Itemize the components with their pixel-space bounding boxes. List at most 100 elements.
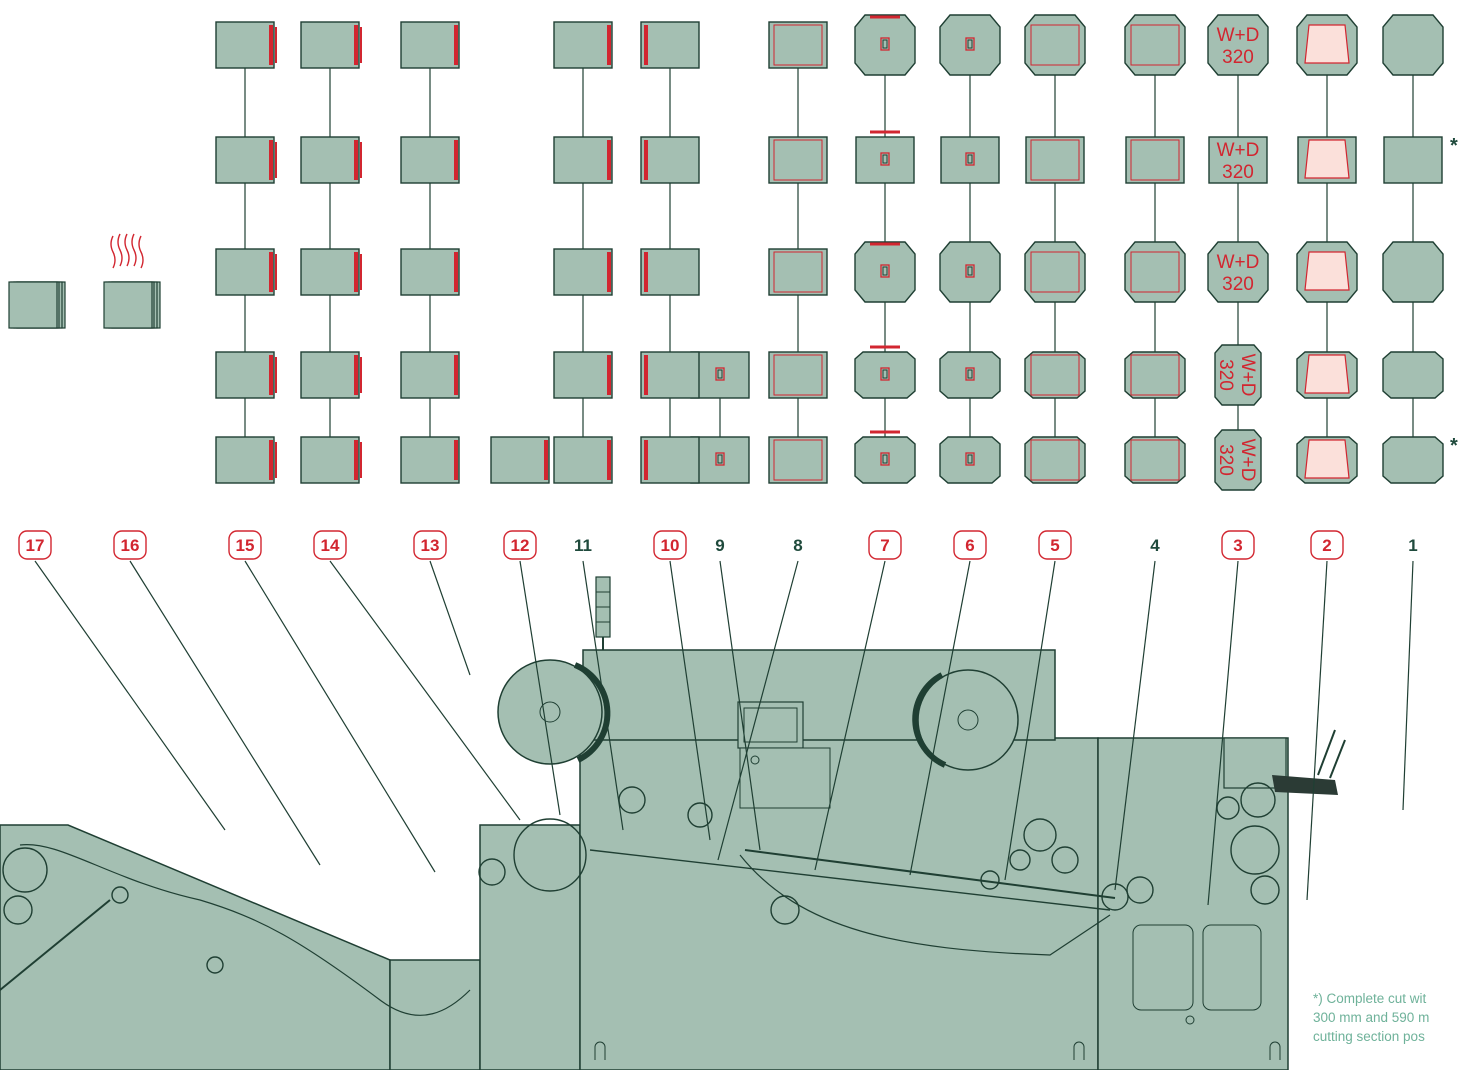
envelope-icon bbox=[1296, 241, 1358, 303]
envelope-icon bbox=[1024, 14, 1086, 76]
step-label-12: 12 bbox=[503, 530, 537, 560]
footnote-line-3: cutting section pos bbox=[1313, 1029, 1425, 1044]
envelope-icon bbox=[690, 436, 750, 484]
glue-stripe-icon bbox=[454, 140, 458, 180]
glue-stripe-icon bbox=[269, 355, 277, 395]
glue-stripe-icon bbox=[354, 140, 362, 180]
glue-stripe-icon bbox=[269, 440, 277, 480]
steam-icon bbox=[110, 233, 144, 269]
svg-text:1: 1 bbox=[1408, 536, 1417, 555]
envelope-icon: * bbox=[1382, 435, 1458, 484]
envelope-icon bbox=[939, 14, 1001, 76]
step-label-14: 14 bbox=[313, 530, 347, 560]
envelope-icon bbox=[1024, 436, 1086, 484]
complete-cut-marker: * bbox=[1450, 435, 1458, 457]
svg-text:320: 320 bbox=[1215, 444, 1236, 476]
envelope-icon bbox=[1382, 241, 1444, 303]
glue-stripe-icon bbox=[454, 252, 458, 292]
step-label-17: 17 bbox=[18, 530, 52, 560]
envelope-icon bbox=[300, 21, 362, 69]
envelope-icon bbox=[8, 281, 66, 329]
envelope-icon bbox=[768, 21, 828, 69]
envelope-icon bbox=[690, 351, 750, 399]
svg-text:13: 13 bbox=[421, 536, 440, 555]
svg-text:5: 5 bbox=[1050, 536, 1059, 555]
svg-text:9: 9 bbox=[715, 536, 724, 555]
glue-stripe-icon bbox=[454, 440, 458, 480]
window-patch-icon bbox=[880, 452, 890, 466]
step-label-10: 10 bbox=[653, 530, 687, 560]
step-label-9: 9 bbox=[715, 536, 724, 555]
glue-stripe-icon bbox=[644, 355, 648, 395]
envelope-icon bbox=[553, 351, 613, 399]
envelope-icon bbox=[768, 351, 828, 399]
envelope-icon: * bbox=[1383, 135, 1458, 184]
step-label-3: 3 bbox=[1221, 530, 1255, 560]
glue-stripe-icon bbox=[607, 252, 611, 292]
complete-cut-footnote: *) Complete cut wit 300 mm and 590 m cut… bbox=[1313, 989, 1461, 1046]
envelope-icon bbox=[1024, 351, 1086, 399]
svg-text:W+D: W+D bbox=[1217, 140, 1260, 161]
envelope-icon bbox=[553, 136, 613, 184]
svg-text:320: 320 bbox=[1222, 274, 1254, 295]
glue-stripe-icon bbox=[644, 25, 648, 65]
glue-stripe-icon bbox=[644, 140, 648, 180]
complete-cut-marker: * bbox=[1450, 135, 1458, 157]
window-patch-icon bbox=[880, 367, 890, 381]
envelope-icon bbox=[1296, 14, 1358, 76]
svg-text:10: 10 bbox=[661, 536, 680, 555]
envelope-icon bbox=[939, 241, 1001, 303]
svg-text:14: 14 bbox=[321, 536, 340, 555]
svg-text:15: 15 bbox=[236, 536, 255, 555]
envelope-icon bbox=[854, 14, 916, 76]
envelope-icon bbox=[1296, 351, 1358, 399]
svg-text:4: 4 bbox=[1150, 536, 1160, 555]
window-patch-icon bbox=[715, 367, 725, 381]
envelope-icon bbox=[400, 248, 460, 296]
envelope-icon bbox=[768, 136, 828, 184]
svg-text:W+D: W+D bbox=[1217, 25, 1260, 46]
envelope-icon bbox=[640, 248, 700, 296]
step-label-16: 16 bbox=[113, 530, 147, 560]
envelope-icon bbox=[215, 436, 277, 484]
glue-stripe-icon bbox=[607, 25, 611, 65]
svg-text:2: 2 bbox=[1322, 536, 1331, 555]
glue-stripe-icon bbox=[454, 355, 458, 395]
glue-stripe-icon bbox=[269, 252, 277, 292]
window-patch-icon bbox=[965, 264, 975, 278]
step-label-4: 4 bbox=[1150, 536, 1160, 555]
envelope-icon bbox=[215, 21, 277, 69]
envelope-icon bbox=[490, 436, 550, 484]
step-label-8: 8 bbox=[793, 536, 802, 555]
footnote-line-1: *) Complete cut wit bbox=[1313, 991, 1427, 1006]
envelope-icon bbox=[300, 351, 362, 399]
step-label-2: 2 bbox=[1310, 530, 1344, 560]
envelope-icon bbox=[1024, 241, 1086, 303]
envelope-icon bbox=[1124, 241, 1186, 303]
svg-text:7: 7 bbox=[880, 536, 889, 555]
glue-stripe-icon bbox=[269, 140, 277, 180]
envelope-icon bbox=[1297, 136, 1357, 184]
envelope-icon bbox=[400, 351, 460, 399]
envelope-icon bbox=[854, 345, 916, 399]
svg-text:16: 16 bbox=[121, 536, 140, 555]
step-label-1: 1 bbox=[1408, 536, 1417, 555]
envelope-icon bbox=[640, 351, 700, 399]
envelope-icon bbox=[768, 248, 828, 296]
svg-text:320: 320 bbox=[1222, 162, 1254, 183]
envelope-icon bbox=[640, 436, 700, 484]
envelope-icon bbox=[400, 436, 460, 484]
window-patch-icon bbox=[965, 367, 975, 381]
svg-text:W+D: W+D bbox=[1217, 252, 1260, 273]
envelope-icon bbox=[939, 351, 1001, 399]
envelope-icon bbox=[400, 21, 460, 69]
glue-stripe-icon bbox=[644, 252, 648, 292]
envelope-icon bbox=[768, 436, 828, 484]
glue-stripe-icon bbox=[354, 440, 362, 480]
envelope-icon bbox=[1025, 136, 1085, 184]
step-label-11: 11 bbox=[574, 536, 592, 555]
glue-stripe-icon bbox=[454, 25, 458, 65]
